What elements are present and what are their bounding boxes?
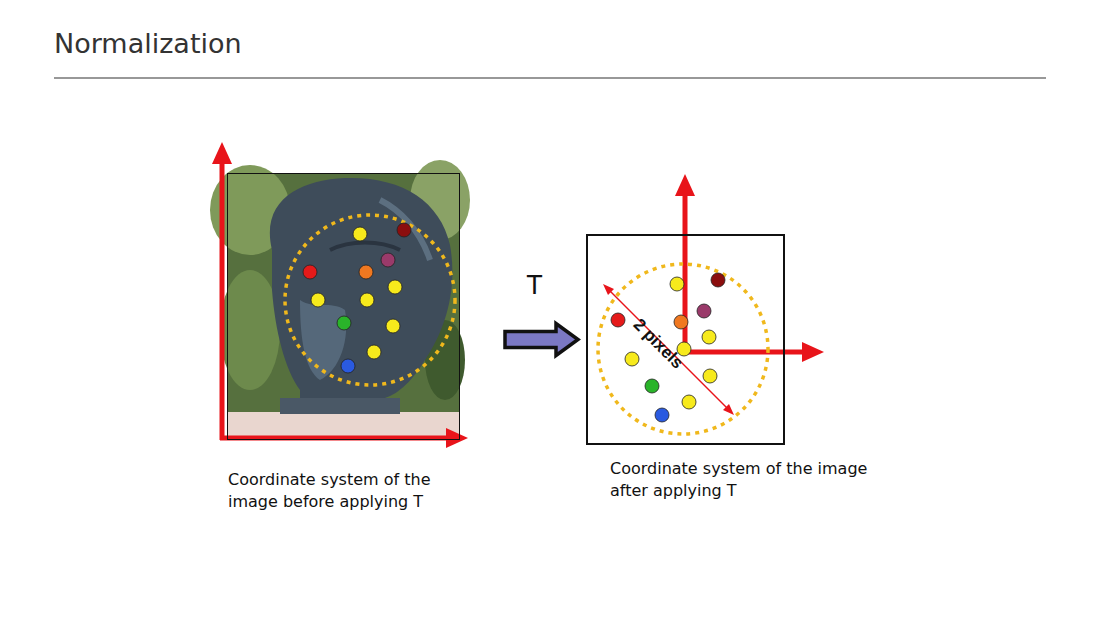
transform-label: T [526, 269, 543, 300]
dashed-circle [598, 264, 768, 434]
dashed-circle [285, 215, 455, 385]
diameter-arrow [603, 284, 734, 415]
axes-after [675, 174, 824, 362]
image-panel: Coordinate system of the image before ap… [227, 173, 460, 440]
transform-arrow [505, 324, 578, 356]
title-rule [54, 77, 1046, 78]
image-panel: Coordinate system of the image after app… [586, 234, 785, 445]
feature-points [303, 223, 411, 373]
bust-photo [210, 160, 470, 440]
feature-points [611, 273, 725, 422]
axes-before [212, 142, 468, 448]
panel-caption: Coordinate system of the image after app… [610, 458, 910, 502]
slide-title: Normalization [54, 28, 242, 59]
panel-caption: Coordinate system of the image before ap… [228, 469, 464, 513]
